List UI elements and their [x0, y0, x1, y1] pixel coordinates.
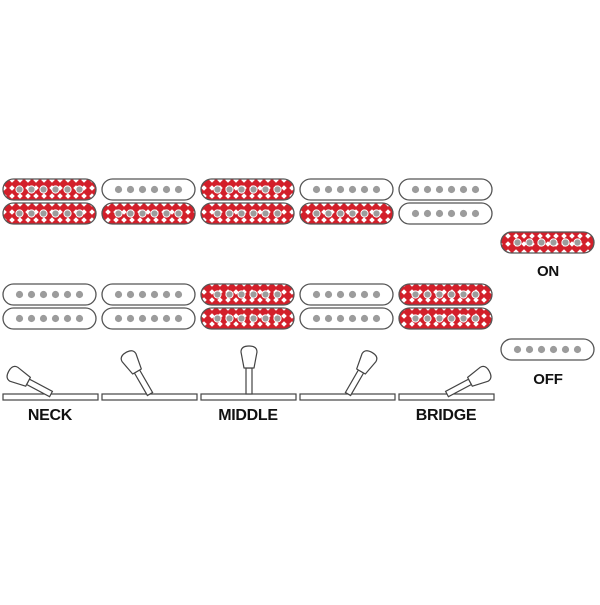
pickup-row2-pos5-2	[398, 307, 493, 330]
pickup-row1-pos1-1	[2, 178, 97, 201]
legend: ON OFF	[500, 231, 595, 388]
switch-layer	[2, 345, 495, 401]
legend-off-pickup	[500, 338, 595, 361]
pickup-row1-pos2-1	[101, 178, 196, 201]
labels-layer: NECK MIDDLE BRIDGE	[28, 407, 477, 424]
position-label-bridge: BRIDGE	[416, 407, 477, 424]
switch-lever	[444, 365, 492, 398]
pickup-row1-pos3-2	[200, 202, 295, 225]
pickup-row2-pos5-1	[398, 283, 493, 306]
switch-lever	[344, 350, 378, 397]
switch-lever	[240, 345, 258, 395]
switch-position-5	[398, 365, 495, 401]
pickup-row2-pos2-2	[101, 307, 196, 330]
switch-plate	[200, 393, 297, 401]
pickup-row1-pos1-2	[2, 202, 97, 225]
switch-position-3	[200, 345, 297, 401]
pickup-row2-pos2-1	[101, 283, 196, 306]
legend-on-label: ON	[537, 263, 559, 280]
pickup-row1-pos2-2	[101, 202, 196, 225]
pickup-row2-pos1-1	[2, 283, 97, 306]
pickup-row1-pos5-1	[398, 178, 493, 201]
switch-lever	[6, 365, 54, 398]
position-label-neck: NECK	[28, 407, 73, 424]
legend-on-pickup	[500, 231, 595, 254]
pickup-row1-pos3-1	[200, 178, 295, 201]
pickup-row2-pos3-1	[200, 283, 295, 306]
switch-position-2	[101, 350, 198, 401]
position-label-middle: MIDDLE	[218, 407, 278, 424]
pickup-row1-pos4-1	[299, 178, 394, 201]
pickup-row1-pos4-2	[299, 202, 394, 225]
legend-off-label: OFF	[533, 371, 562, 388]
pickup-row2-pos4-1	[299, 283, 394, 306]
pickup-row2-pos1-2	[2, 307, 97, 330]
switch-plate	[398, 393, 495, 401]
switch-position-4	[299, 350, 396, 401]
pickup-row2-pos4-2	[299, 307, 394, 330]
pickup-row1-pos5-2	[398, 202, 493, 225]
switch-plate	[299, 393, 396, 401]
switch-position-1	[2, 365, 99, 401]
pickup-row2-pos3-2	[200, 307, 295, 330]
pickups-layer	[2, 178, 493, 330]
switch-lever	[120, 350, 154, 397]
